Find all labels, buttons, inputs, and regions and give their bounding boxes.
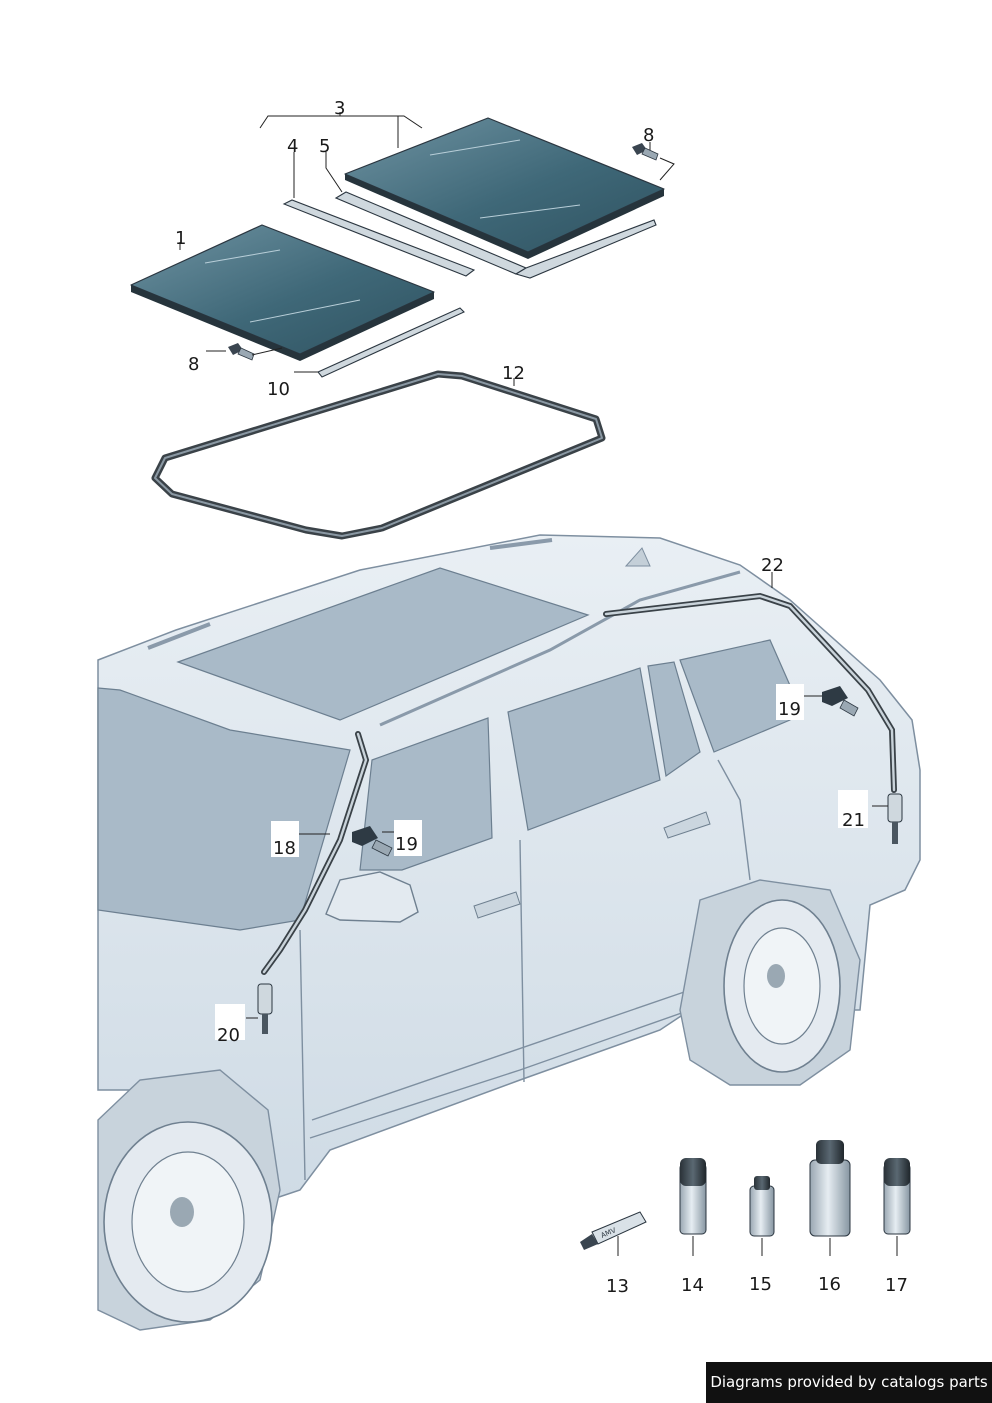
callout-19-front: 19: [395, 834, 418, 855]
adhesive-tube-13: AMV: [580, 1211, 647, 1250]
frame-seal-12: [151, 370, 606, 540]
can-16: [809, 1140, 851, 1237]
label-bg-19b: [776, 684, 804, 720]
callout-4: 4: [287, 136, 298, 157]
credit-banner: Diagrams provided by catalogs parts: [706, 1362, 992, 1403]
callout-12: 12: [502, 363, 525, 384]
callout-18: 18: [273, 838, 296, 859]
callout-15: 15: [749, 1274, 772, 1295]
callout-10: 10: [267, 379, 290, 400]
bolt-8-rear: [632, 143, 659, 161]
callout-16: 16: [818, 1274, 841, 1295]
callout-20: 20: [217, 1025, 240, 1046]
valve-20: [257, 983, 273, 1034]
can-17: [883, 1158, 911, 1235]
leader-lines: [179, 112, 898, 1256]
vehicle-body: [97, 534, 921, 1331]
callout-14: 14: [681, 1275, 704, 1296]
label-bg-20: [215, 1004, 245, 1040]
rear-glass-panel: [344, 117, 665, 259]
label-bg-18: [271, 821, 299, 857]
callout-3: 3: [334, 98, 345, 119]
seal-strip-5: [334, 191, 657, 279]
can-15: [749, 1176, 775, 1237]
callout-8-front: 8: [188, 354, 199, 375]
callout-21: 21: [842, 810, 865, 831]
callout-22: 22: [761, 555, 784, 576]
bolt-8-front: [228, 343, 255, 361]
clip-19-front: [352, 826, 393, 857]
drain-hose-18: [261, 731, 370, 975]
valve-21: [887, 793, 903, 844]
callout-13: 13: [606, 1276, 629, 1297]
callout-5: 5: [319, 136, 330, 157]
seal-strip-10: [317, 307, 465, 378]
drain-hose-22: [603, 592, 897, 793]
callout-19-rear: 19: [778, 699, 801, 720]
front-glass-panel: [130, 224, 435, 361]
label-bg-21: [838, 790, 868, 828]
callout-8-rear: 8: [643, 125, 654, 146]
seal-strip-4: [282, 199, 476, 277]
clip-19-rear: [822, 686, 859, 717]
callout-17: 17: [885, 1275, 908, 1296]
callout-1: 1: [175, 228, 186, 249]
label-bg-19a: [394, 820, 422, 856]
can-14: [679, 1158, 707, 1235]
